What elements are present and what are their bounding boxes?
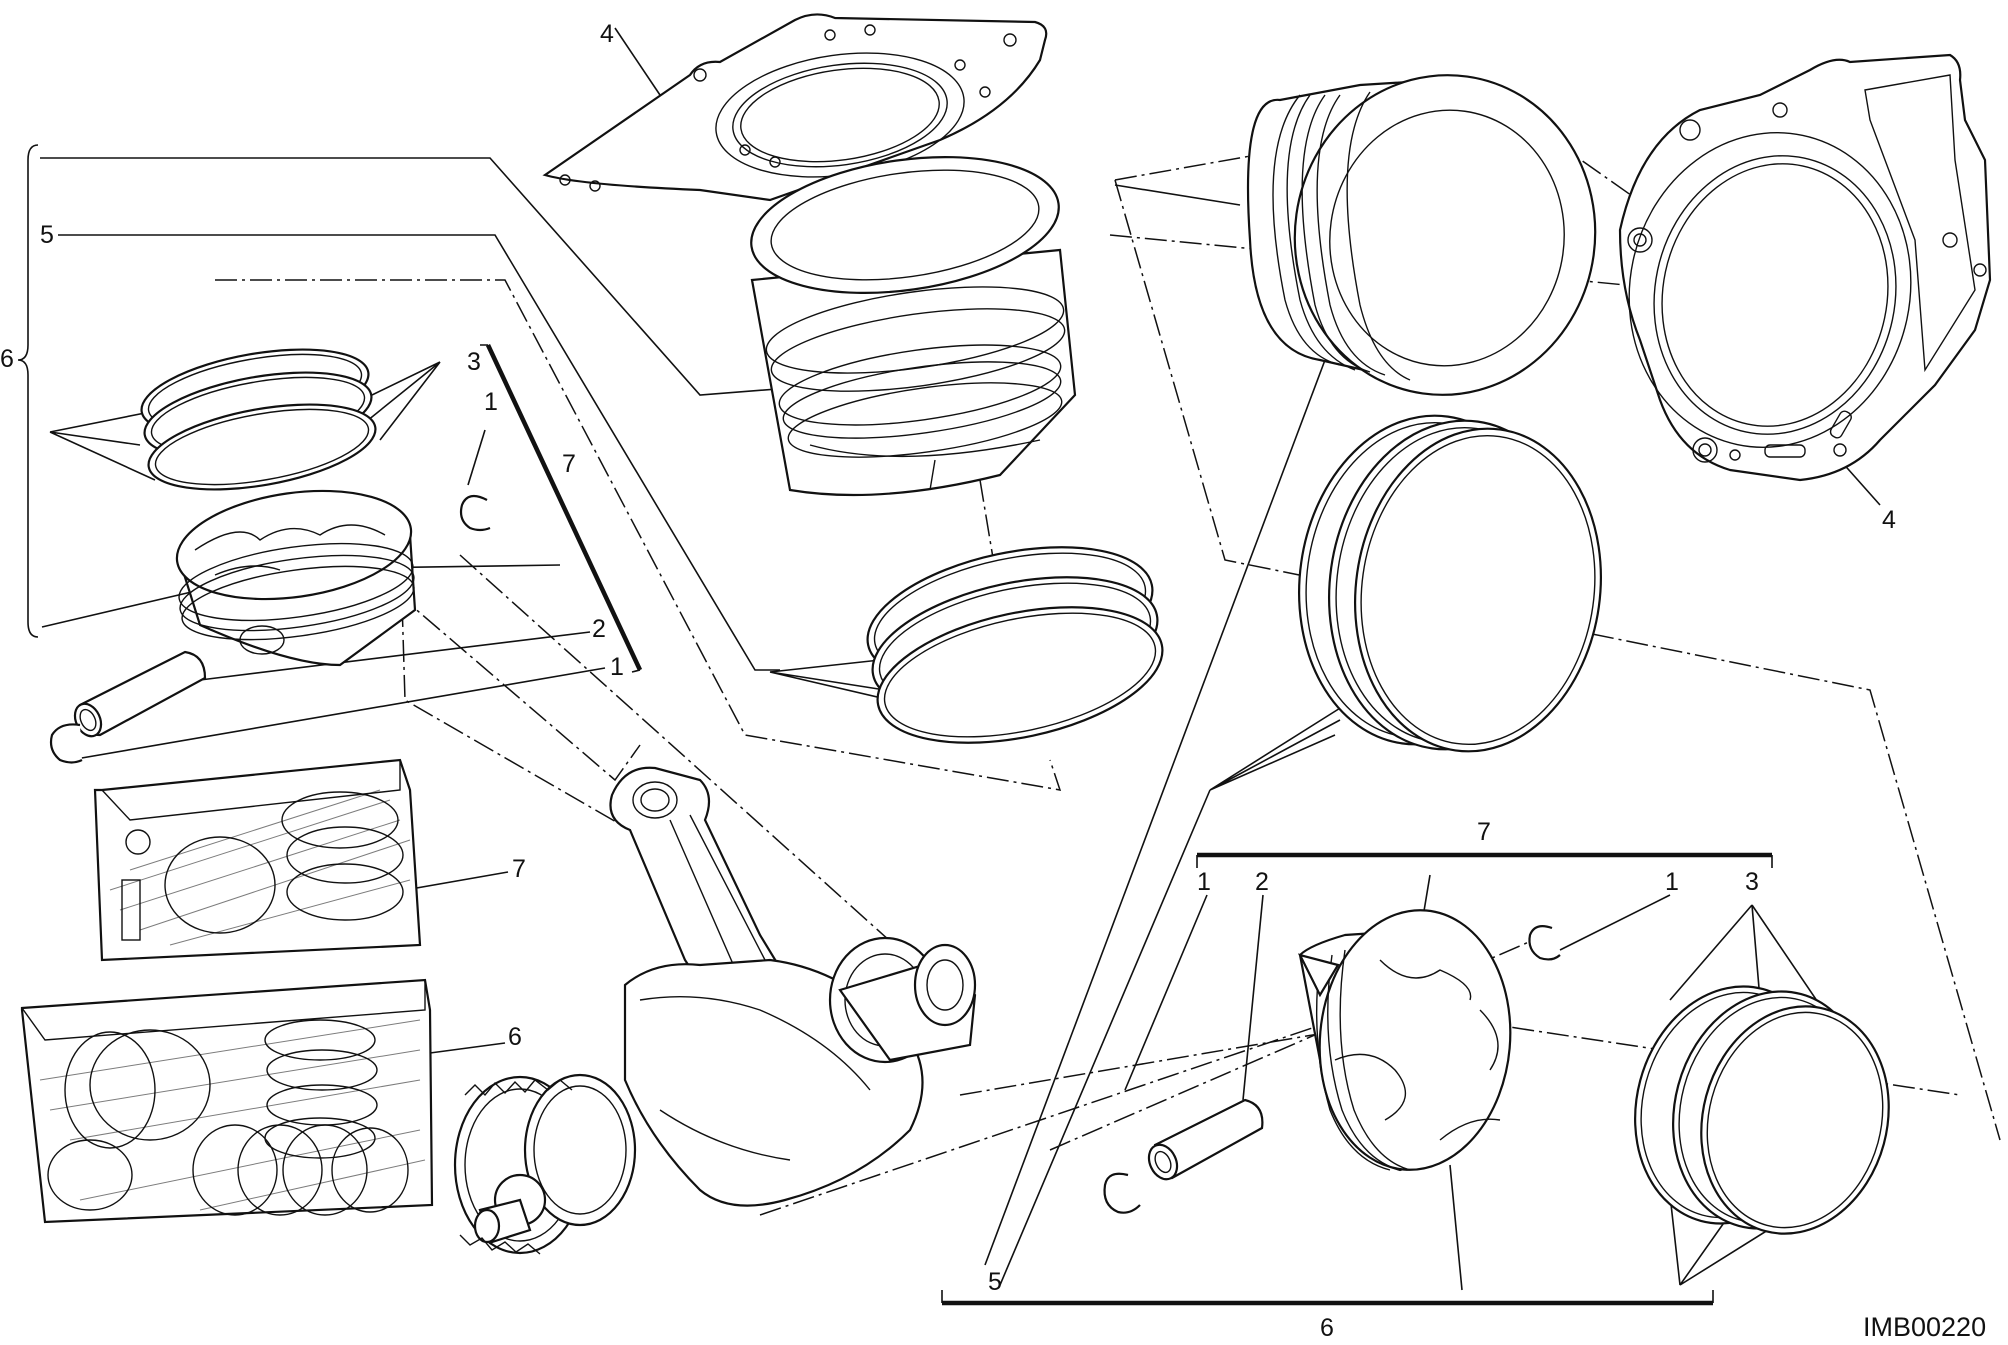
- cylinder-head-gasket-right: [1618, 53, 1992, 482]
- callout-12: 7: [1477, 818, 1491, 846]
- cylinder-center: [750, 156, 1077, 497]
- circlips-left: [49, 494, 491, 764]
- callout-4: 3: [467, 348, 481, 376]
- callout-11: 4: [1882, 506, 1896, 534]
- cylinder-right: [1246, 74, 1597, 396]
- drawing-code: IMB00220: [1863, 1312, 1986, 1342]
- callout-2: 5: [40, 221, 54, 249]
- callout-18: 6: [1320, 1314, 1334, 1342]
- callout-15: 1: [1665, 868, 1679, 896]
- piston-right: [1297, 909, 1512, 1172]
- leader-lines: [17, 27, 1881, 1306]
- kit-box-7: [93, 758, 422, 962]
- crankshaft-assembly: [453, 766, 977, 1255]
- kit-box-6: [20, 978, 434, 1224]
- cylinder-head-gasket-top: [542, 13, 1048, 202]
- callout-7: 2: [592, 615, 606, 643]
- circlips-right: [1103, 925, 1561, 1214]
- piston-rings-center: [866, 546, 1164, 744]
- callout-1: 4: [600, 20, 614, 48]
- wrist-pin-right: [1147, 1098, 1264, 1181]
- callout-8: 1: [610, 653, 624, 681]
- callout-17: 5: [988, 1268, 1002, 1296]
- callout-10: 6: [508, 1023, 522, 1051]
- piston-rings-right-large: [1298, 414, 1602, 753]
- callout-13: 1: [1197, 868, 1211, 896]
- callout-labels: 4 5 6 3 1 7 2 1 7 6 4 7 1 2 1 3 5 6 IMB0…: [0, 20, 1986, 1342]
- callout-5: 1: [484, 388, 498, 416]
- callout-9: 7: [512, 855, 526, 883]
- piston-left: [175, 489, 417, 667]
- callout-14: 2: [1255, 868, 1269, 896]
- piston-rings-left: [140, 348, 377, 491]
- wrist-pin-left: [73, 650, 207, 738]
- callout-3: 6: [0, 345, 14, 373]
- piston-rings-right-small: [1634, 985, 1890, 1235]
- callout-16: 3: [1745, 868, 1759, 896]
- callout-6: 7: [562, 450, 576, 478]
